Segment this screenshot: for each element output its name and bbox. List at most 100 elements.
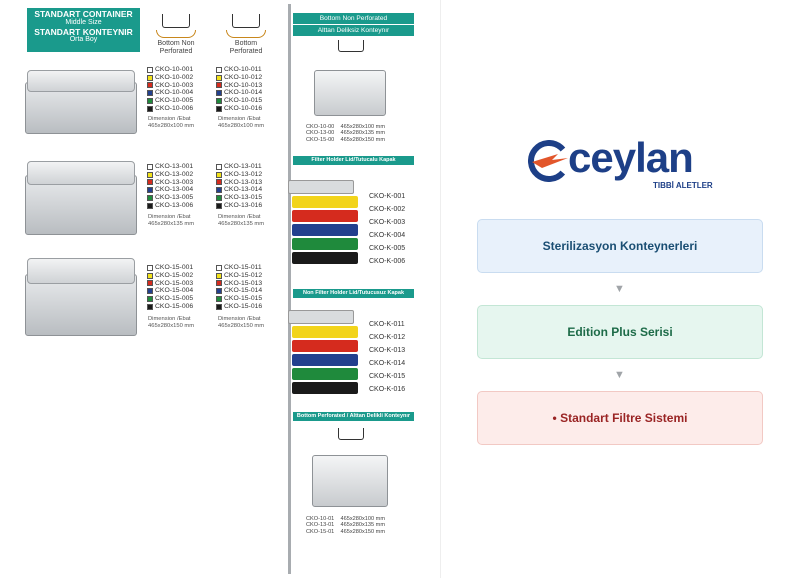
code: CKO-13-001 xyxy=(155,163,194,170)
swatch-black xyxy=(147,303,153,310)
code: CKO-13-011 xyxy=(224,163,262,170)
header-line3: STANDART KONTEYNIR xyxy=(34,26,133,37)
code: CKO-15-004 xyxy=(155,287,194,295)
swatch-blue xyxy=(147,90,153,97)
swatch-white xyxy=(147,264,153,271)
tray-icon-perforated xyxy=(338,428,364,440)
swatch-blue xyxy=(216,288,222,295)
code: CKO-13-002 xyxy=(155,170,194,178)
code: CKO-10-015 xyxy=(224,97,263,105)
tray-icon xyxy=(338,40,364,52)
swatch-yellow xyxy=(216,171,222,178)
header-line1: STANDART CONTAINER xyxy=(34,9,133,19)
bar-bottom-perforated: Bottom Perforated / Alttan Delikli Konte… xyxy=(293,412,414,421)
header-line2: Middle Size xyxy=(65,18,102,26)
code: CKO-13-014 xyxy=(224,186,263,194)
code: CKO-10-005 xyxy=(155,97,194,105)
swatch-white xyxy=(147,163,153,170)
ceylan-logo-icon xyxy=(528,140,570,182)
code: CKO-13-015 xyxy=(224,194,263,202)
code: CKO-15-011 xyxy=(224,264,262,271)
swatch-yellow xyxy=(216,74,222,81)
code-list-10-right: CKO-10-011 CKO-10-012 CKO-10-013 CKO-10-… xyxy=(216,66,262,113)
bar-filter-holder-lid: Filter Holder Lid/Tutucalu Kapak xyxy=(293,156,414,165)
swatch-green xyxy=(147,98,153,105)
code: CKO-13-013 xyxy=(224,178,263,186)
arrow-down-icon: ▼ xyxy=(614,369,625,381)
table-perforated: CKO-10-01 465x280x100 mm CKO-13-01 465x2… xyxy=(306,516,385,535)
swatch-red xyxy=(147,280,153,287)
code: CKO-15-002 xyxy=(155,271,194,279)
card-standart-filtre[interactable]: • Standart Filtre Sistemi xyxy=(477,391,763,445)
swatch-red xyxy=(147,82,153,89)
swatch-red xyxy=(147,179,153,186)
code: CKO-15-016 xyxy=(224,302,263,310)
swatch-yellow xyxy=(147,272,153,279)
swatch-white xyxy=(216,163,222,170)
card-edition-plus[interactable]: Edition Plus Serisi xyxy=(477,305,763,359)
code: CKO-13-005 xyxy=(155,194,194,202)
column-title-left: Bottom Non Perforated xyxy=(157,40,195,55)
swatch-white xyxy=(216,66,222,73)
swatch-green xyxy=(147,195,153,202)
swatch-black xyxy=(216,105,222,112)
swatch-blue xyxy=(147,187,153,194)
code: CKO-10-002 xyxy=(155,73,194,81)
brand-tagline: TIBBİ ALETLER xyxy=(653,181,713,190)
code: CKO-15-014 xyxy=(224,287,263,295)
section-header: STANDART CONTAINER Middle Size STANDART … xyxy=(27,8,140,52)
swatch-red xyxy=(216,82,222,89)
swatch-yellow xyxy=(216,272,222,279)
code: CKO-15-001 xyxy=(155,264,194,271)
code-list-10-left: CKO-10-001 CKO-10-002 CKO-10-003 CKO-10-… xyxy=(147,66,193,113)
code: CKO-13-003 xyxy=(155,178,194,186)
swatch-red xyxy=(216,280,222,287)
code-list-15-left: CKO-15-001 CKO-15-002 CKO-15-003 CKO-15-… xyxy=(147,264,193,311)
code: CKO-13-006 xyxy=(155,201,194,209)
swatch-green xyxy=(216,195,222,202)
swatch-green xyxy=(147,296,153,303)
swatch-white xyxy=(147,66,153,73)
code-list-15-right: CKO-15-011 CKO-15-012 CKO-15-013 CKO-15-… xyxy=(216,264,262,311)
swatch-blue xyxy=(216,187,222,194)
bar-alttan-deliksiz: Alttan Deliksiz Konteynır xyxy=(293,25,414,36)
code: CKO-10-003 xyxy=(155,81,194,89)
vertical-divider xyxy=(288,4,291,574)
brace-icon xyxy=(226,30,266,38)
code: CKO-15-015 xyxy=(224,295,263,303)
swatch-black xyxy=(216,303,222,310)
header-line4: Orta Boy xyxy=(69,36,98,43)
swatch-black xyxy=(216,202,222,209)
card-sterilizasyon[interactable]: Sterilizasyon Konteynerleri xyxy=(477,219,763,273)
table-non-perforated: CKO-10-00 465x280x100 mm CKO-13-00 465x2… xyxy=(306,124,385,143)
swatch-green xyxy=(216,98,222,105)
swatch-green xyxy=(216,296,222,303)
swatch-black xyxy=(147,202,153,209)
code: CKO-10-012 xyxy=(224,73,263,81)
code: CKO-13-012 xyxy=(224,170,263,178)
code: CKO-10-006 xyxy=(155,104,194,112)
code: CKO-10-014 xyxy=(224,89,263,97)
code: CKO-10-016 xyxy=(224,104,263,112)
code: CKO-13-004 xyxy=(155,186,194,194)
arrow-down-icon: ▼ xyxy=(614,283,625,295)
panel-separator xyxy=(440,0,441,578)
code: CKO-15-012 xyxy=(224,271,263,279)
code: CKO-15-005 xyxy=(155,295,194,303)
code: CKO-10-001 xyxy=(155,66,194,73)
brace-icon xyxy=(156,30,196,38)
code: CKO-13-016 xyxy=(224,201,263,209)
swatch-yellow xyxy=(147,74,153,81)
code: CKO-15-006 xyxy=(155,302,194,310)
code: CKO-10-011 xyxy=(224,66,262,73)
swatch-blue xyxy=(147,288,153,295)
code: CKO-10-013 xyxy=(224,81,263,89)
code: CKO-15-003 xyxy=(155,279,194,287)
code: CKO-10-004 xyxy=(155,89,194,97)
